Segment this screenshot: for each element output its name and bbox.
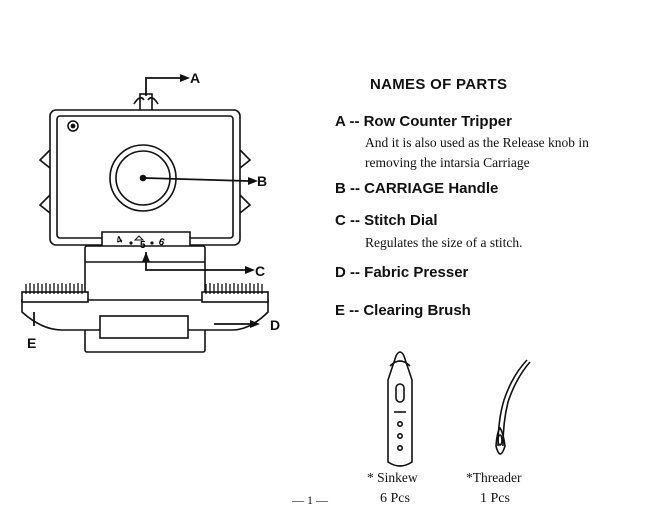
fabric-presser	[21, 299, 269, 331]
part-c-label: C -- Stitch Dial	[335, 212, 438, 229]
dial-number-6: 6	[157, 236, 166, 248]
page-number: — 1 —	[292, 493, 328, 507]
part-e-label: E -- Clearing Brush	[335, 302, 471, 319]
callout-d: D	[270, 317, 281, 333]
clearing-brush-left	[21, 291, 89, 303]
callout-c: C	[255, 263, 266, 279]
sinkew-quantity: 6 Pcs	[380, 491, 410, 506]
threader-illustration	[495, 359, 531, 455]
sinkew-caption: * Sinkew	[367, 470, 418, 485]
part-c-description: Regulates the size of a stitch.	[365, 235, 523, 250]
dial-number-4: 4	[115, 234, 125, 247]
threader-caption: *Threader	[466, 470, 522, 485]
part-d-label: D -- Fabric Presser	[335, 264, 469, 281]
threader-quantity: 1 Pcs	[480, 491, 510, 506]
clearing-brush-right	[201, 291, 269, 303]
sinkew-illustration	[387, 351, 413, 467]
part-a-label: A -- Row Counter Tripper	[335, 113, 512, 130]
part-b-label: B -- CARRIAGE Handle	[335, 180, 499, 197]
screw-icon	[67, 120, 79, 132]
callout-a: A	[190, 70, 201, 86]
part-a-description-line-2: removing the intarsia Carriage	[365, 155, 530, 170]
dial-number-5: 5	[140, 240, 146, 251]
section-heading: NAMES OF PARTS	[370, 76, 508, 93]
part-a-description-line-1: And it is also used as the Release knob …	[365, 135, 589, 150]
callout-e: E	[27, 335, 37, 351]
callout-b: B	[257, 173, 268, 189]
